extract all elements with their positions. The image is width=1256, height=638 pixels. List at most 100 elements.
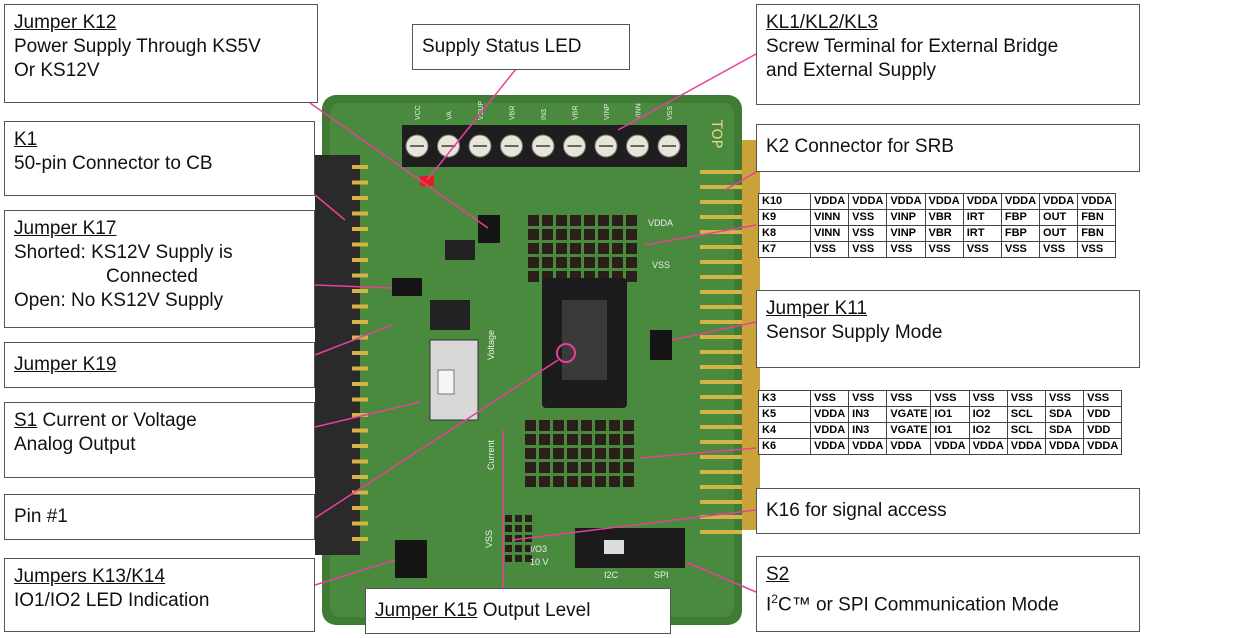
callout-title: Jumpers K13/K14	[14, 566, 166, 587]
callout-k2: K2 Connector for SRB	[756, 124, 1140, 172]
connector-pin	[352, 537, 368, 541]
connector-pin	[700, 365, 742, 369]
connector-pin	[352, 506, 368, 510]
connector-name-cell: K10	[758, 193, 811, 210]
pin-signal-cell: VSS	[1039, 241, 1079, 258]
pin-signal-cell: VDDA	[1039, 193, 1079, 210]
connector-pin	[700, 275, 742, 279]
terminal-label: VINP	[604, 103, 611, 120]
header-pin	[623, 462, 634, 473]
connector-pin	[352, 242, 368, 247]
callout-supply-status-led: Supply Status LED	[412, 24, 630, 70]
pin-signal-cell: OUT	[1039, 209, 1079, 226]
connector-name-cell: K5	[758, 406, 811, 423]
callout-jumper-k19: Jumper K19	[4, 342, 315, 388]
pin-signal-cell: VINN	[809, 225, 850, 242]
pin-signal-cell: VDDA	[809, 193, 850, 210]
pin-signal-cell: VDDA	[809, 438, 850, 455]
callout-line: Connected	[106, 266, 198, 287]
header-pin	[567, 462, 578, 473]
header-pin	[515, 545, 522, 552]
callout-line: Shorted: KS12V Supply is	[14, 242, 233, 263]
header-pin	[609, 420, 620, 431]
pin-signal-cell: FBP	[1000, 225, 1041, 242]
terminal-label: VBR	[573, 106, 580, 120]
header-pin	[525, 448, 536, 459]
header-pin	[570, 243, 581, 254]
pin-signal-cell: VSS	[924, 241, 964, 258]
connector-pin	[700, 485, 742, 489]
leader-k1	[314, 194, 346, 221]
header-pin	[525, 515, 532, 522]
connector-pin	[352, 273, 368, 278]
pin-signal-cell: IO1	[930, 422, 970, 439]
silk-current: Current	[486, 439, 496, 470]
pin-signal-cell: VSS	[886, 390, 932, 407]
callout-line: Open: No KS12V Supply	[14, 290, 224, 311]
connector-pin	[700, 320, 742, 324]
callout-line: K16 for signal access	[766, 500, 947, 521]
pin-signal-cell: VDDA	[886, 438, 932, 455]
pin-signal-cell: VDDA	[1077, 193, 1117, 210]
callout-line: C™ or SPI Communication Mode	[777, 594, 1059, 616]
pin-signal-cell: IN3	[848, 406, 888, 423]
connector-name-cell: K7	[758, 241, 811, 258]
jumper-k13-k14	[395, 540, 427, 578]
header-pin	[595, 448, 606, 459]
header-pin	[553, 462, 564, 473]
pin-signal-cell: VSS	[848, 225, 888, 242]
pin-signal-cell: VDDA	[924, 193, 964, 210]
connector-pin	[352, 351, 368, 355]
callout-jumper-k11: Jumper K11 Sensor Supply Mode	[756, 290, 1140, 368]
header-pin	[626, 229, 637, 240]
header-pin	[525, 555, 532, 562]
header-pin	[609, 476, 620, 487]
pin-signal-cell: VSS	[1000, 241, 1041, 258]
pin-signal-cell: IO1	[930, 406, 970, 423]
pin-signal-cell: IRT	[962, 209, 1002, 226]
pin-signal-cell: VSS	[848, 390, 888, 407]
callout-s2: S2 I2C™ or SPI Communication Mode	[756, 556, 1140, 632]
header-pin	[598, 271, 609, 282]
pin-signal-cell: FBN	[1077, 225, 1117, 242]
header-pin	[567, 434, 578, 445]
connector-name-cell: K4	[758, 422, 811, 439]
header-pin	[581, 476, 592, 487]
header-pin	[626, 271, 637, 282]
header-pin	[612, 229, 623, 240]
connector-pin	[700, 170, 742, 174]
leader-hdr2	[639, 447, 757, 459]
header-pin	[570, 215, 581, 226]
connector-pin	[700, 530, 742, 534]
pin-header-k7-k10	[528, 215, 637, 282]
header-pin	[542, 215, 553, 226]
header-pin	[525, 462, 536, 473]
connector-name-cell: K6	[758, 438, 811, 455]
header-pin	[584, 215, 595, 226]
pin-signal-cell: VDD	[1083, 422, 1123, 439]
connector-pin	[700, 260, 742, 264]
header-pin	[556, 243, 567, 254]
header-pin	[584, 243, 595, 254]
header-pin	[623, 434, 634, 445]
connector-pin	[700, 215, 742, 219]
connector-pin	[352, 444, 368, 448]
header-pin	[609, 434, 620, 445]
pin-signal-cell: VDDA	[968, 438, 1008, 455]
pin-signal-cell: VDDA	[809, 422, 850, 439]
connector-pin	[352, 258, 368, 262]
terminal-label: VCC	[415, 105, 422, 120]
connector-pin	[700, 410, 742, 414]
connector-pin	[700, 440, 742, 444]
callout-sup: 2	[771, 592, 778, 606]
header-pin	[595, 420, 606, 431]
pin-signal-cell: VDDA	[886, 193, 926, 210]
header-pin	[525, 525, 532, 532]
header-pin	[553, 448, 564, 459]
silk-spi: SPI	[654, 570, 669, 580]
pin-signal-cell: VSS	[809, 390, 850, 407]
